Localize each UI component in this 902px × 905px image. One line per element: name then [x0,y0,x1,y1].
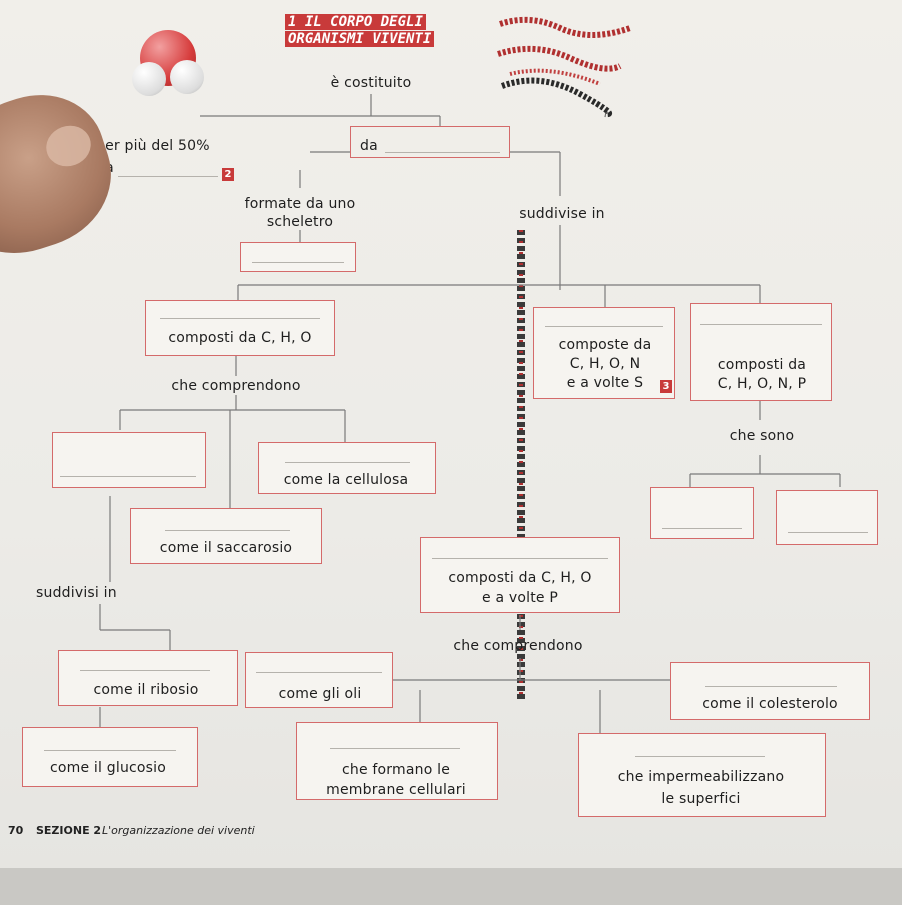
box-composti-chop[interactable] [420,537,620,613]
badge-3: 3 [660,380,672,393]
label-come-oli: come gli oli [278,686,362,702]
label-da-right: da [360,138,378,154]
label-che-comprendono-1: che comprendono [171,378,301,394]
box-scheletro[interactable] [240,242,356,272]
blank-field-rna[interactable] [788,532,868,533]
box-composte-chon[interactable] [533,307,675,399]
textbook-page: 1 IL CORPO DEGLI ORGANISMI VIVENTI è cos… [0,0,902,870]
label-e-costituito: è costituito [330,75,412,91]
box-composti-chonp[interactable] [690,303,832,401]
map-title: 1 IL CORPO DEGLI ORGANISMI VIVENTI [285,14,435,48]
box-colesterolo[interactable] [670,662,870,720]
blank-field-da[interactable] [385,152,500,153]
page-number: 70 [8,824,24,837]
label-che-sono: che sono [729,428,795,444]
section-subtitle: L'organizzazione dei viventi [102,824,255,837]
label-suddivisi-in: suddivisi in [36,585,117,601]
label-come-cellulosa: come la cellulosa [283,472,409,488]
page-edge-background [0,868,902,905]
blank-field-fosfolipidi[interactable] [330,748,460,749]
blank-field-pentosi[interactable] [80,670,210,671]
label-come-saccarosio: come il saccarosio [159,540,293,556]
label-come-glucosio: come il glucosio [49,760,167,776]
blank-field-dna[interactable] [662,528,742,529]
box-cellulosa[interactable] [258,442,436,494]
box-oli[interactable] [245,652,393,708]
blank-field-cere[interactable] [635,756,765,757]
nucleic-acid-chain-illustration [517,230,525,700]
box-cere[interactable] [578,733,826,817]
badge-2: 2 [222,168,234,181]
label-per-piu: per più del 50% [96,138,210,154]
blank-field-2[interactable] [118,176,218,177]
blank-field-steroidi[interactable] [705,686,837,687]
box-glucosio[interactable] [22,727,198,787]
blank-field-scheletro[interactable] [252,262,344,263]
box-ribosio[interactable] [58,650,238,706]
label-composti-cho: composti da C, H, O [168,330,312,346]
blank-field-acidi[interactable] [700,324,822,325]
blank-field-mono[interactable] [60,476,196,477]
label-come-ribosio: come il ribosio [93,682,199,698]
section-label: SEZIONE 2 [36,824,102,837]
box-composti-cho[interactable] [145,300,335,356]
blank-field-polisacc[interactable] [285,462,410,463]
label-come-colesterolo: come il colesterolo [702,696,838,712]
blank-field-disacc[interactable] [165,530,290,531]
blank-field-trigliceridi[interactable] [256,672,382,673]
protein-chain-illustration [497,16,631,118]
label-che-comprendono-2: che comprendono [453,638,583,654]
blank-field-lipidi[interactable] [432,558,608,559]
blank-field-prot[interactable] [545,326,663,327]
box-da-right[interactable] [350,126,510,158]
blank-field-carb[interactable] [160,318,320,319]
concept-map-connectors [99,94,841,733]
box-rna[interactable] [776,490,878,545]
box-saccarosio[interactable] [130,508,322,564]
label-suddivise-in: suddivise in [519,206,605,222]
blank-field-esosi[interactable] [44,750,176,751]
box-monosaccaridi[interactable] [52,432,206,488]
box-dna[interactable] [650,487,754,539]
box-membrane[interactable] [296,722,498,800]
